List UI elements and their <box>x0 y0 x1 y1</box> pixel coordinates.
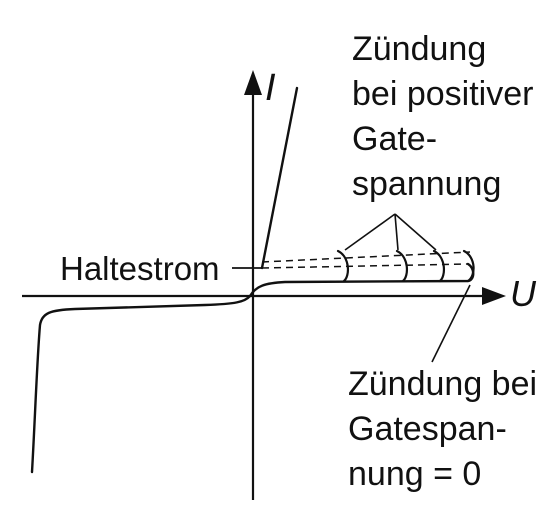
breakover-bump-2 <box>395 249 409 283</box>
forward-blocking-curve <box>248 262 475 298</box>
pointer-gate-positive-1 <box>344 213 396 251</box>
u-axis-arrowhead <box>482 287 506 305</box>
characteristic-curves <box>30 86 475 474</box>
gate-positive-label: Zündung bei positiver Gate- spannung <box>352 30 533 203</box>
gate-positive-line-3: Gate- <box>352 120 437 158</box>
gate-positive-line-4: spannung <box>352 165 501 203</box>
holding-current-lines <box>261 251 471 269</box>
i-axis-label: I <box>265 67 276 109</box>
pointer-gate-zero <box>431 284 471 363</box>
holding-current-dashed-line <box>261 263 469 269</box>
gate-positive-line-2: bei positiver <box>352 75 533 113</box>
u-axis-label: U <box>510 273 537 314</box>
pointer-gate-positive-3 <box>394 213 437 251</box>
gate-zero-line-3: nung = 0 <box>348 455 481 493</box>
breakover-bump-1 <box>336 249 350 283</box>
gate-zero-line-1: Zündung bei <box>348 365 537 403</box>
holding-current-dashed-line-2 <box>261 251 471 263</box>
pointer-gate-positive-2 <box>394 213 399 251</box>
i-axis-arrowhead <box>244 70 262 95</box>
gate-zero-line-2: Gatespan- <box>348 410 507 448</box>
breakover-bump-4 <box>462 249 475 283</box>
breakover-bump-3 <box>432 249 446 283</box>
gate-positive-line-1: Zündung <box>352 30 486 68</box>
gate-breakover-bumps <box>336 249 475 283</box>
forward-conduction-line <box>260 86 299 270</box>
axes <box>22 70 506 500</box>
holding-current-label: Haltestrom <box>60 250 220 287</box>
gate-zero-label: Zündung bei Gatespan- nung = 0 <box>348 365 537 493</box>
label-pointers <box>344 213 471 363</box>
reverse-blocking-curve <box>30 294 252 474</box>
